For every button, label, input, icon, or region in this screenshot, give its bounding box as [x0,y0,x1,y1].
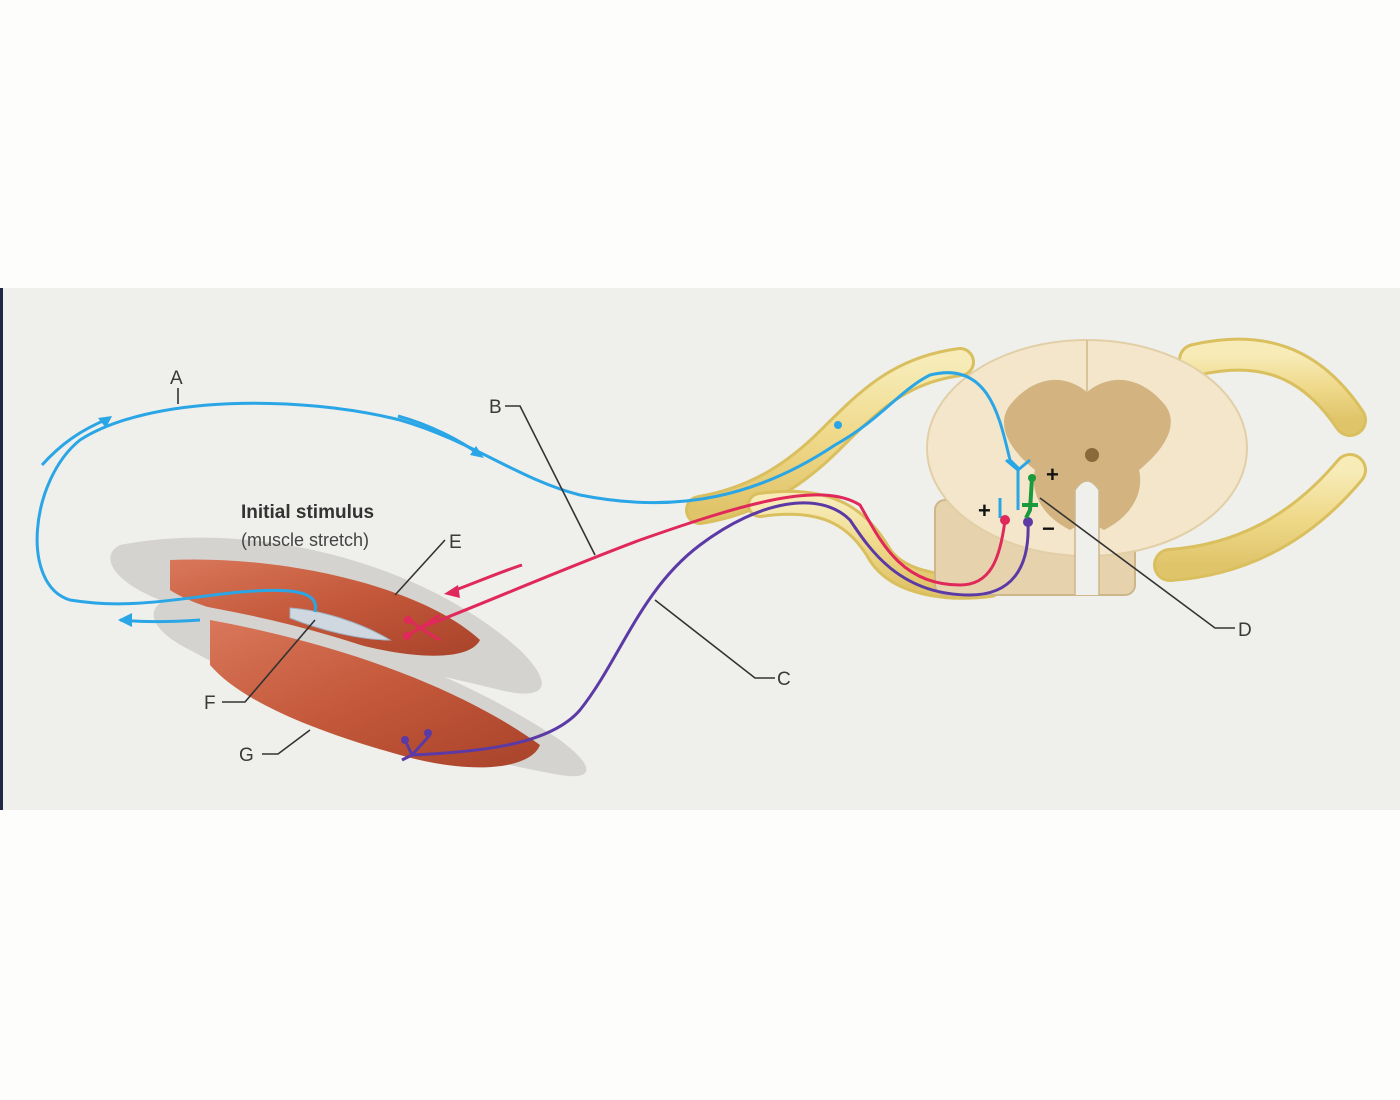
motor-neuron-antagonist [401,501,1033,762]
label-b: B [489,397,502,418]
muscle-spindle [289,607,392,641]
stimulus-subtitle: (muscle stretch) [241,530,369,550]
sign-plus-top: + [1046,462,1059,487]
leader-lines [177,388,1235,755]
sensory-neuron [35,371,1031,627]
motor-neuron-agonist [403,493,1010,642]
label-f: F [204,693,216,714]
stimulus-title: Initial stimulus [241,502,374,523]
label-d: D [1238,620,1252,641]
label-c: C [777,669,791,690]
interneuron [1022,474,1038,519]
label-a: A [170,368,183,389]
sign-minus: − [1042,516,1055,541]
label-e: E [449,532,462,553]
muscle [110,537,587,777]
sign-plus-left: + [978,498,991,523]
spinal-cord [926,339,1248,596]
label-g: G [239,745,254,766]
